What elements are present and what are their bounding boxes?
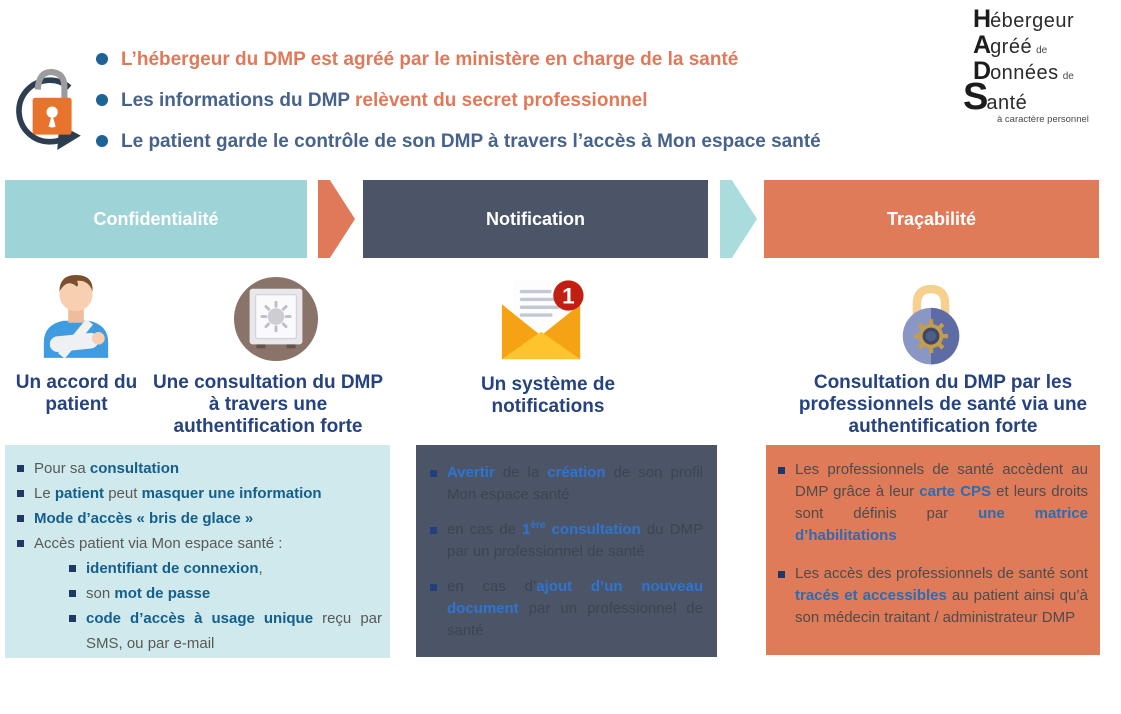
list-item: Le patient peut masquer une information [17,481,382,506]
sub-list-item: code d’accès à usage unique reçu par SMS… [69,606,382,656]
list-item: Mode d’accès « bris de glace » [17,506,382,531]
list-item: en cas d’ajout d’un nouveau document par… [430,576,703,642]
logo-initial: D [973,57,991,85]
box-tracabilite: Les professionnels de santé accèdent au … [766,445,1100,655]
padlock-gear-icon [902,284,960,365]
square-bullet-icon [17,490,24,497]
list-item: L’hébergeur du DMP est agréé par le mini… [96,47,926,72]
square-bullet-icon [17,515,24,522]
box-confidentialite: Pour sa consultation Le patient peut mas… [5,445,390,658]
step-header-notification: Notification [363,180,708,258]
list-item: Les professionnels de santé accèdent au … [778,459,1088,547]
square-bullet-icon [430,470,437,477]
bullet-dot-icon [96,94,108,106]
key-points-list: L’hébergeur du DMP est agréé par le mini… [96,47,926,154]
key-point-text: L’hébergeur du DMP est agréé par le mini… [121,49,739,70]
notification-badge [553,280,584,311]
square-bullet-icon [778,467,785,474]
list-item: Les accès des professionnels de santé so… [778,563,1088,629]
key-point-text: Le patient garde le contrôle de son DMP … [121,131,821,152]
patient-icon [43,275,109,358]
list-item: Pour sa consultation [17,456,382,481]
mail-notification-icon: 1 [501,279,584,360]
caption-consultation-authentification: Une consultation du DMP à travers une au… [152,372,384,437]
list-item: en cas de 1ère consultation du DMP par u… [430,519,703,563]
arrow-right-icon [318,180,355,258]
list-item: Accès patient via Mon espace santé : [17,531,382,556]
step-label: Notification [486,208,585,229]
square-bullet-icon [430,584,437,591]
step-label: Confidentialité [93,208,219,229]
list-item: Les informations du DMP relèvent du secr… [96,88,926,113]
step-header-confidentialite: Confidentialité [5,180,307,258]
badge-count: 1 [562,283,575,308]
square-bullet-icon [69,590,76,597]
key-point-text: Les informations du DMP relèvent du secr… [121,90,648,111]
sub-list-item: identifiant de connexion, [69,556,382,581]
caption-accord-patient: Un accord du patient [15,372,138,415]
list-item: Le patient garde le contrôle de son DMP … [96,129,926,154]
caption-consultation-professionnels: Consultation du DMP par les professionne… [798,372,1088,437]
square-bullet-icon [778,571,785,578]
logo-initial: H [973,5,991,33]
square-bullet-icon [17,465,24,472]
square-bullet-icon [69,615,76,622]
box-notification: Avertir de la création de son profil Mon… [416,445,717,657]
caption-systeme-notifications: Un système de notifications [480,374,616,417]
square-bullet-icon [430,527,437,534]
unlock-refresh-icon [16,69,81,151]
logo-initial: A [973,31,991,59]
arrow-right-icon [720,180,757,258]
square-bullet-icon [17,540,24,547]
sub-list-item: son mot de passe [69,581,382,606]
bullet-dot-icon [96,135,108,147]
logo-initial: S [963,76,988,118]
bullet-dot-icon [96,53,108,65]
logo-tagline: à caractère personnel [997,114,1089,125]
step-label: Traçabilité [886,208,977,229]
step-header-tracabilite: Traçabilité [764,180,1099,258]
square-bullet-icon [69,565,76,572]
safe-icon [233,276,319,362]
list-item: Avertir de la création de son profil Mon… [430,462,703,506]
